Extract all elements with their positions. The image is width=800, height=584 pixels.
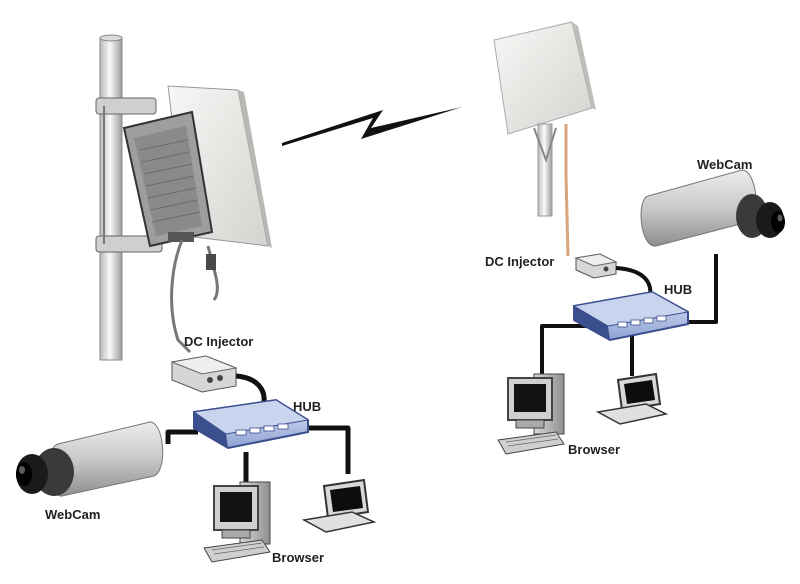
right-panel-antenna — [493, 21, 596, 135]
left-antenna-cable — [170, 239, 219, 354]
right-antenna-cable — [564, 124, 570, 257]
left-hub-device — [192, 398, 310, 450]
right-dc-injector-label: DC Injector — [485, 254, 555, 269]
right-laptop — [595, 372, 669, 425]
right-hub-label: HUB — [664, 282, 693, 297]
wireless-link-lightning — [282, 107, 462, 146]
left-dc-injector-device — [170, 355, 238, 393]
right-browser-label: Browser — [568, 442, 621, 457]
left-dc-injector-label: DC Injector — [184, 334, 254, 349]
right-dc-injector-device — [574, 253, 618, 279]
left-browser-label: Browser — [272, 550, 325, 565]
left-webcam-label: WebCam — [45, 507, 101, 522]
right-antenna-mast — [533, 123, 557, 217]
right-webcam-label: WebCam — [697, 157, 753, 172]
right-hub-device — [572, 290, 690, 342]
left-desktop-pc — [203, 481, 271, 563]
right-webcam-device — [640, 169, 785, 247]
right-desktop-pc — [497, 373, 565, 455]
left-hub-label: HUB — [293, 399, 322, 414]
left-cable-connector — [206, 254, 216, 270]
left-webcam-device — [16, 421, 164, 497]
left-outdoor-radio-enclosure — [122, 110, 214, 248]
left-laptop — [301, 478, 377, 533]
left-cables — [165, 373, 351, 486]
